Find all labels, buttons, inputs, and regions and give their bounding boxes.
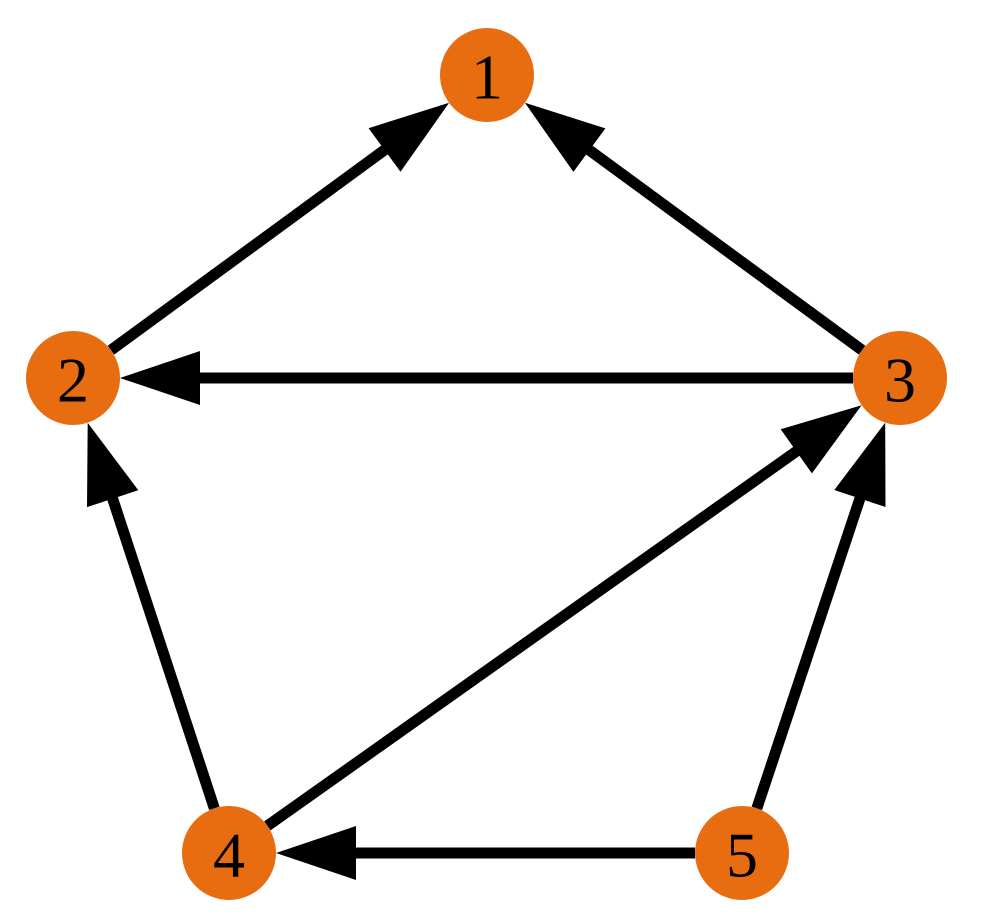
node-1: 1	[440, 28, 534, 122]
arrowhead-icon	[276, 826, 356, 880]
edge-4-to-2	[87, 422, 220, 811]
node-label: 5	[726, 820, 758, 891]
node-2: 2	[26, 331, 120, 425]
arrowhead-icon	[780, 405, 862, 474]
node-circle	[182, 806, 276, 900]
edge-line	[107, 143, 391, 355]
node-5: 5	[695, 806, 789, 900]
edge-line	[751, 492, 867, 811]
node-circle	[695, 806, 789, 900]
edge-line	[264, 444, 803, 831]
edges-layer	[87, 102, 886, 880]
node-label: 1	[471, 42, 503, 113]
nodes-layer: 1 2 3 4 5	[26, 28, 947, 900]
node-label: 3	[884, 345, 916, 416]
node-circle	[440, 28, 534, 122]
arrowhead-icon	[834, 422, 886, 507]
arrowhead-icon	[368, 102, 450, 172]
edge-line	[582, 143, 866, 355]
node-label: 4	[213, 820, 245, 891]
edge-line	[106, 493, 220, 811]
edge-5-to-3	[751, 422, 886, 811]
node-circle	[26, 331, 120, 425]
edge-5-to-4	[276, 826, 695, 880]
edge-3-to-1	[524, 102, 866, 355]
node-label: 2	[57, 345, 89, 416]
arrowhead-icon	[87, 422, 139, 508]
node-circle	[853, 331, 947, 425]
edge-3-to-2	[120, 351, 853, 405]
arrowhead-icon	[120, 351, 200, 405]
edge-2-to-1	[107, 102, 450, 355]
node-3: 3	[853, 331, 947, 425]
arrowhead-icon	[524, 102, 606, 172]
node-4: 4	[182, 806, 276, 900]
edge-4-to-3	[264, 405, 862, 831]
